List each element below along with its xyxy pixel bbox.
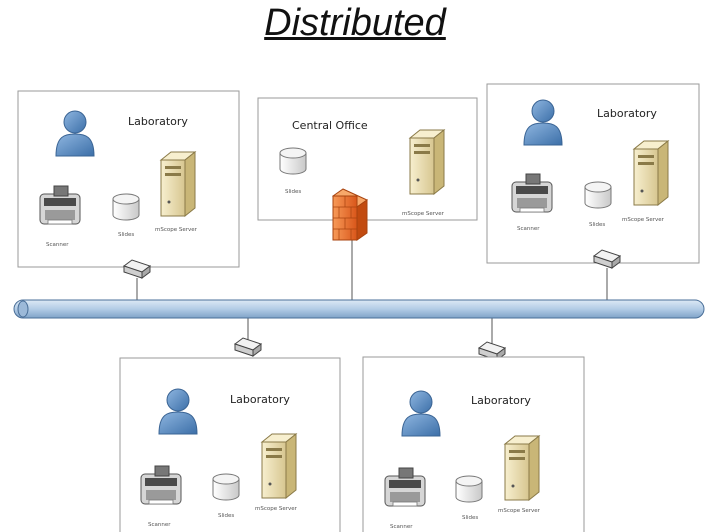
server-label: mScope Server <box>155 227 198 233</box>
scanner-label: Scanner <box>46 242 69 248</box>
scanner-label: Scanner <box>390 524 413 530</box>
scanner-label: Scanner <box>517 226 540 232</box>
network-bus <box>13 299 705 319</box>
slides-label: Slides <box>589 222 605 228</box>
slides-database-icon <box>584 181 612 209</box>
slides-label: Slides <box>118 232 134 238</box>
server-icon <box>160 151 196 217</box>
lab-bottom-left-panel: Laboratory Scanner Slides mScope Server <box>119 357 341 532</box>
server-label: mScope Server <box>498 508 541 514</box>
server-label: mScope Server <box>255 506 298 512</box>
central-office-title: Central Office <box>292 119 368 132</box>
server-label: mScope Server <box>622 217 665 223</box>
slides-label: Slides <box>218 513 234 519</box>
server-label: mScope Server <box>402 211 445 217</box>
lab-title: Laboratory <box>471 394 531 407</box>
slides-label: Slides <box>285 189 301 195</box>
lab-title: Laboratory <box>128 115 188 128</box>
diagram-title: Distributed <box>264 2 446 44</box>
lab-box <box>119 357 341 532</box>
slides-database-icon <box>112 193 140 221</box>
scanner-label: Scanner <box>148 522 171 528</box>
server-icon <box>504 435 540 501</box>
lab-title: Laboratory <box>597 107 657 120</box>
lab-top-right-panel: Laboratory Scanner Slides mScope Server <box>486 83 700 264</box>
firewall-icon <box>331 188 369 241</box>
slides-label: Slides <box>462 515 478 521</box>
lab-top-left-panel: Laboratory Scanner Slides mScope Server <box>17 90 240 268</box>
lab-box <box>17 90 240 268</box>
lab-bottom-right-panel: Laboratory Scanner Slides mScope Server <box>362 356 585 532</box>
lab-title: Laboratory <box>230 393 290 406</box>
slides-database-icon <box>455 475 483 503</box>
server-icon <box>261 433 297 499</box>
server-icon <box>409 129 445 195</box>
server-icon <box>633 140 669 206</box>
slides-database-icon <box>212 473 240 501</box>
slides-database-icon <box>279 147 307 175</box>
network-hub-icon <box>234 337 262 357</box>
